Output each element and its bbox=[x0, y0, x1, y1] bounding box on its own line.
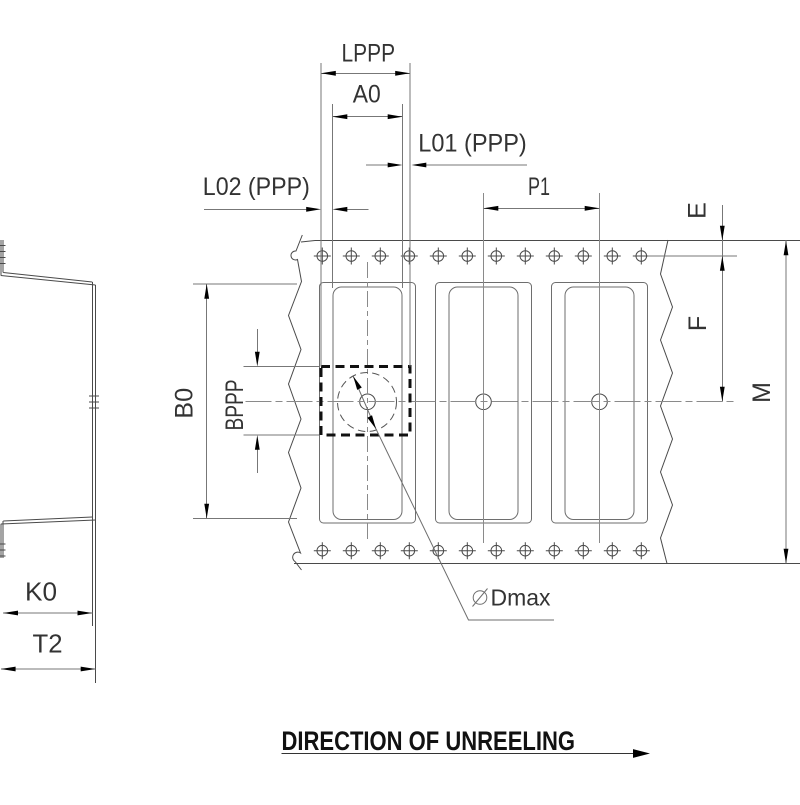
sprocket-hole-cross bbox=[314, 248, 331, 265]
sprocket-hole-cross bbox=[401, 248, 418, 265]
label-l01: L01 (PPP) bbox=[418, 130, 527, 158]
sprocket-hole-cross bbox=[372, 248, 389, 265]
dim-a0: A0 bbox=[333, 81, 403, 289]
direction-label: DIRECTION OF UNREELING bbox=[282, 726, 576, 756]
label-m: M bbox=[748, 382, 776, 403]
sprocket-hole-cross bbox=[546, 542, 563, 559]
label-b0: B0 bbox=[171, 388, 199, 419]
dim-t2: T2 bbox=[1, 629, 96, 672]
dim-k0: K0 bbox=[3, 577, 92, 616]
label-k0: K0 bbox=[25, 577, 57, 607]
sprocket-hole-cross bbox=[459, 542, 476, 559]
sprocket-hole-cross bbox=[575, 542, 592, 559]
label-f: F bbox=[684, 316, 712, 331]
unreeling-arrow-icon bbox=[633, 749, 650, 758]
sprocket-hole-cross bbox=[575, 248, 592, 265]
dim-m: M bbox=[748, 240, 789, 564]
direction-of-unreeling: DIRECTION OF UNREELING bbox=[282, 726, 651, 758]
dim-l02: L02 (PPP) bbox=[203, 173, 369, 212]
sprocket-hole-cross bbox=[372, 542, 389, 559]
sprocket-hole-cross bbox=[633, 248, 650, 265]
label-lppp: LPPP bbox=[342, 40, 396, 68]
sprocket-hole-cross bbox=[546, 248, 563, 265]
side-view-profile bbox=[0, 240, 99, 683]
sprocket-hole-cross bbox=[343, 542, 360, 559]
component-outline bbox=[321, 367, 410, 436]
label-p1: P1 bbox=[528, 173, 550, 201]
label-a0: A0 bbox=[353, 81, 381, 109]
break-line-left bbox=[289, 235, 303, 570]
sprocket-hole-cross bbox=[633, 542, 650, 559]
dim-e-f: E F bbox=[648, 202, 737, 401]
label-bppp: BPPP bbox=[221, 380, 249, 431]
sprocket-hole-cross bbox=[343, 248, 360, 265]
label-e: E bbox=[683, 202, 711, 219]
dim-l01: L01 (PPP) bbox=[366, 130, 527, 168]
sprocket-hole-cross bbox=[314, 542, 331, 559]
dmax-leader: Dmax bbox=[353, 376, 554, 620]
label-l02: L02 (PPP) bbox=[203, 173, 310, 201]
label-t2: T2 bbox=[33, 629, 63, 659]
sprocket-hole-cross bbox=[459, 248, 476, 265]
sprocket-hole-cross bbox=[488, 542, 505, 559]
sprocket-hole-cross bbox=[604, 248, 621, 265]
label-dmax: Dmax bbox=[491, 585, 551, 611]
sprocket-hole-cross bbox=[488, 248, 505, 265]
sprocket-hole-cross bbox=[430, 248, 447, 265]
sprocket-hole-cross bbox=[517, 542, 534, 559]
sprocket-hole-cross bbox=[604, 542, 621, 559]
dim-p1: P1 bbox=[484, 173, 600, 211]
sprocket-hole-cross bbox=[517, 248, 534, 265]
sprocket-hole-cross bbox=[401, 542, 418, 559]
